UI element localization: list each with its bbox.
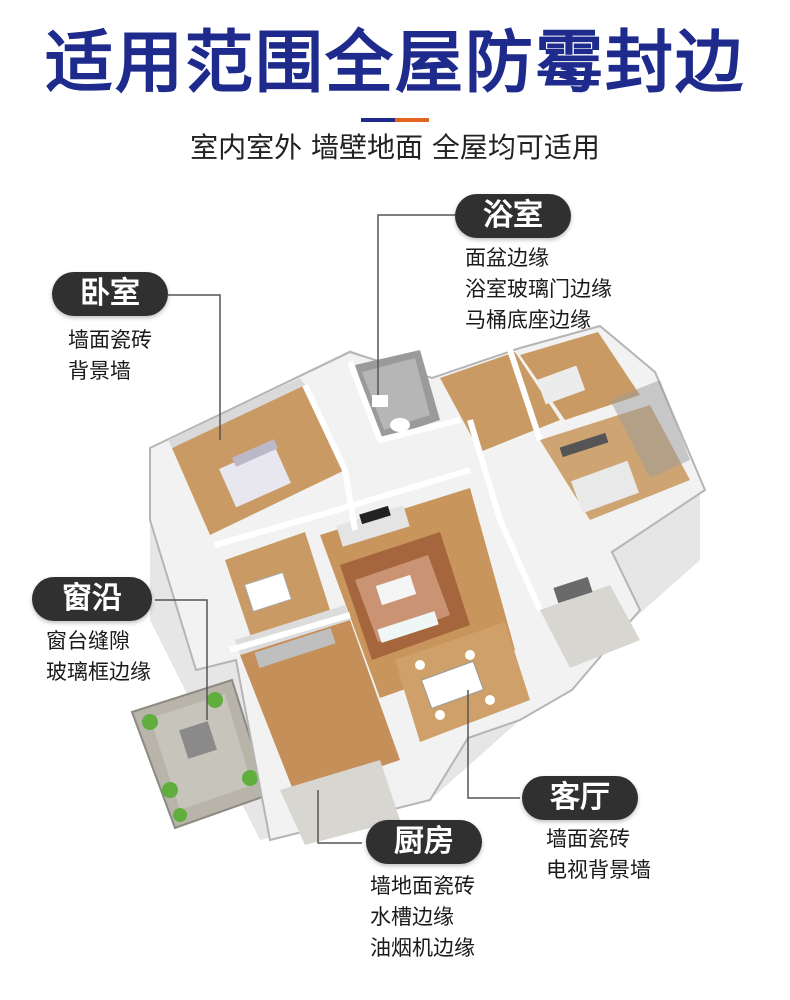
bathroom-item: 面盆边缘 [465, 246, 549, 270]
kitchen-items: 墙地面瓷砖 水槽边缘 油烟机边缘 [370, 871, 475, 964]
leader-line-bedroom [168, 294, 221, 440]
leader-line-window [155, 599, 208, 720]
bathroom-item: 浴室玻璃门边缘 [465, 277, 612, 301]
title-accent-right [395, 118, 429, 122]
kitchen-label: 厨房 [366, 820, 482, 864]
balcony-area [130, 678, 270, 830]
bathroom-room [355, 350, 440, 440]
bedroom-label: 卧室 [52, 272, 168, 316]
window-item: 玻璃框边缘 [46, 660, 151, 684]
bedroom-item: 墙面瓷砖 [68, 328, 152, 352]
leader-lines [155, 214, 520, 844]
window-item: 窗台缝隙 [46, 629, 130, 653]
window-label: 窗沿 [32, 577, 152, 621]
living-room-label: 客厅 [522, 776, 638, 820]
bedroom-item: 背景墙 [68, 359, 131, 383]
dining-area [395, 622, 530, 742]
living-room-item: 墙面瓷砖 [546, 827, 630, 851]
bedroom-room [168, 378, 345, 535]
living-room-items: 墙面瓷砖 电视背景墙 [546, 824, 651, 886]
kitchen-item: 水槽边缘 [370, 905, 454, 929]
page-subtitle: 室内室外 墙壁地面 全屋均可适用 [190, 131, 600, 164]
bedroom-items: 墙面瓷砖 背景墙 [68, 325, 152, 387]
bathroom-items: 面盆边缘 浴室玻璃门边缘 马桶底座边缘 [465, 243, 612, 336]
bathroom-label: 浴室 [455, 194, 571, 238]
title-accent-left [361, 118, 395, 122]
interior-walls [214, 349, 543, 653]
leader-line-kitchen [317, 790, 362, 844]
living-room-item: 电视背景墙 [546, 858, 651, 882]
leader-line-living [467, 690, 520, 799]
page-title: 适用范围全屋防霉封边 [44, 24, 745, 103]
laundry-area [280, 576, 640, 845]
leader-line-bathroom [377, 214, 455, 395]
study-room [225, 532, 330, 640]
window-items: 窗台缝隙 玻璃框边缘 [46, 626, 151, 688]
bathroom-item: 马桶底座边缘 [465, 308, 591, 332]
kitchen-item: 油烟机边缘 [370, 936, 475, 960]
kitchen-item: 墙地面瓷砖 [370, 874, 475, 898]
